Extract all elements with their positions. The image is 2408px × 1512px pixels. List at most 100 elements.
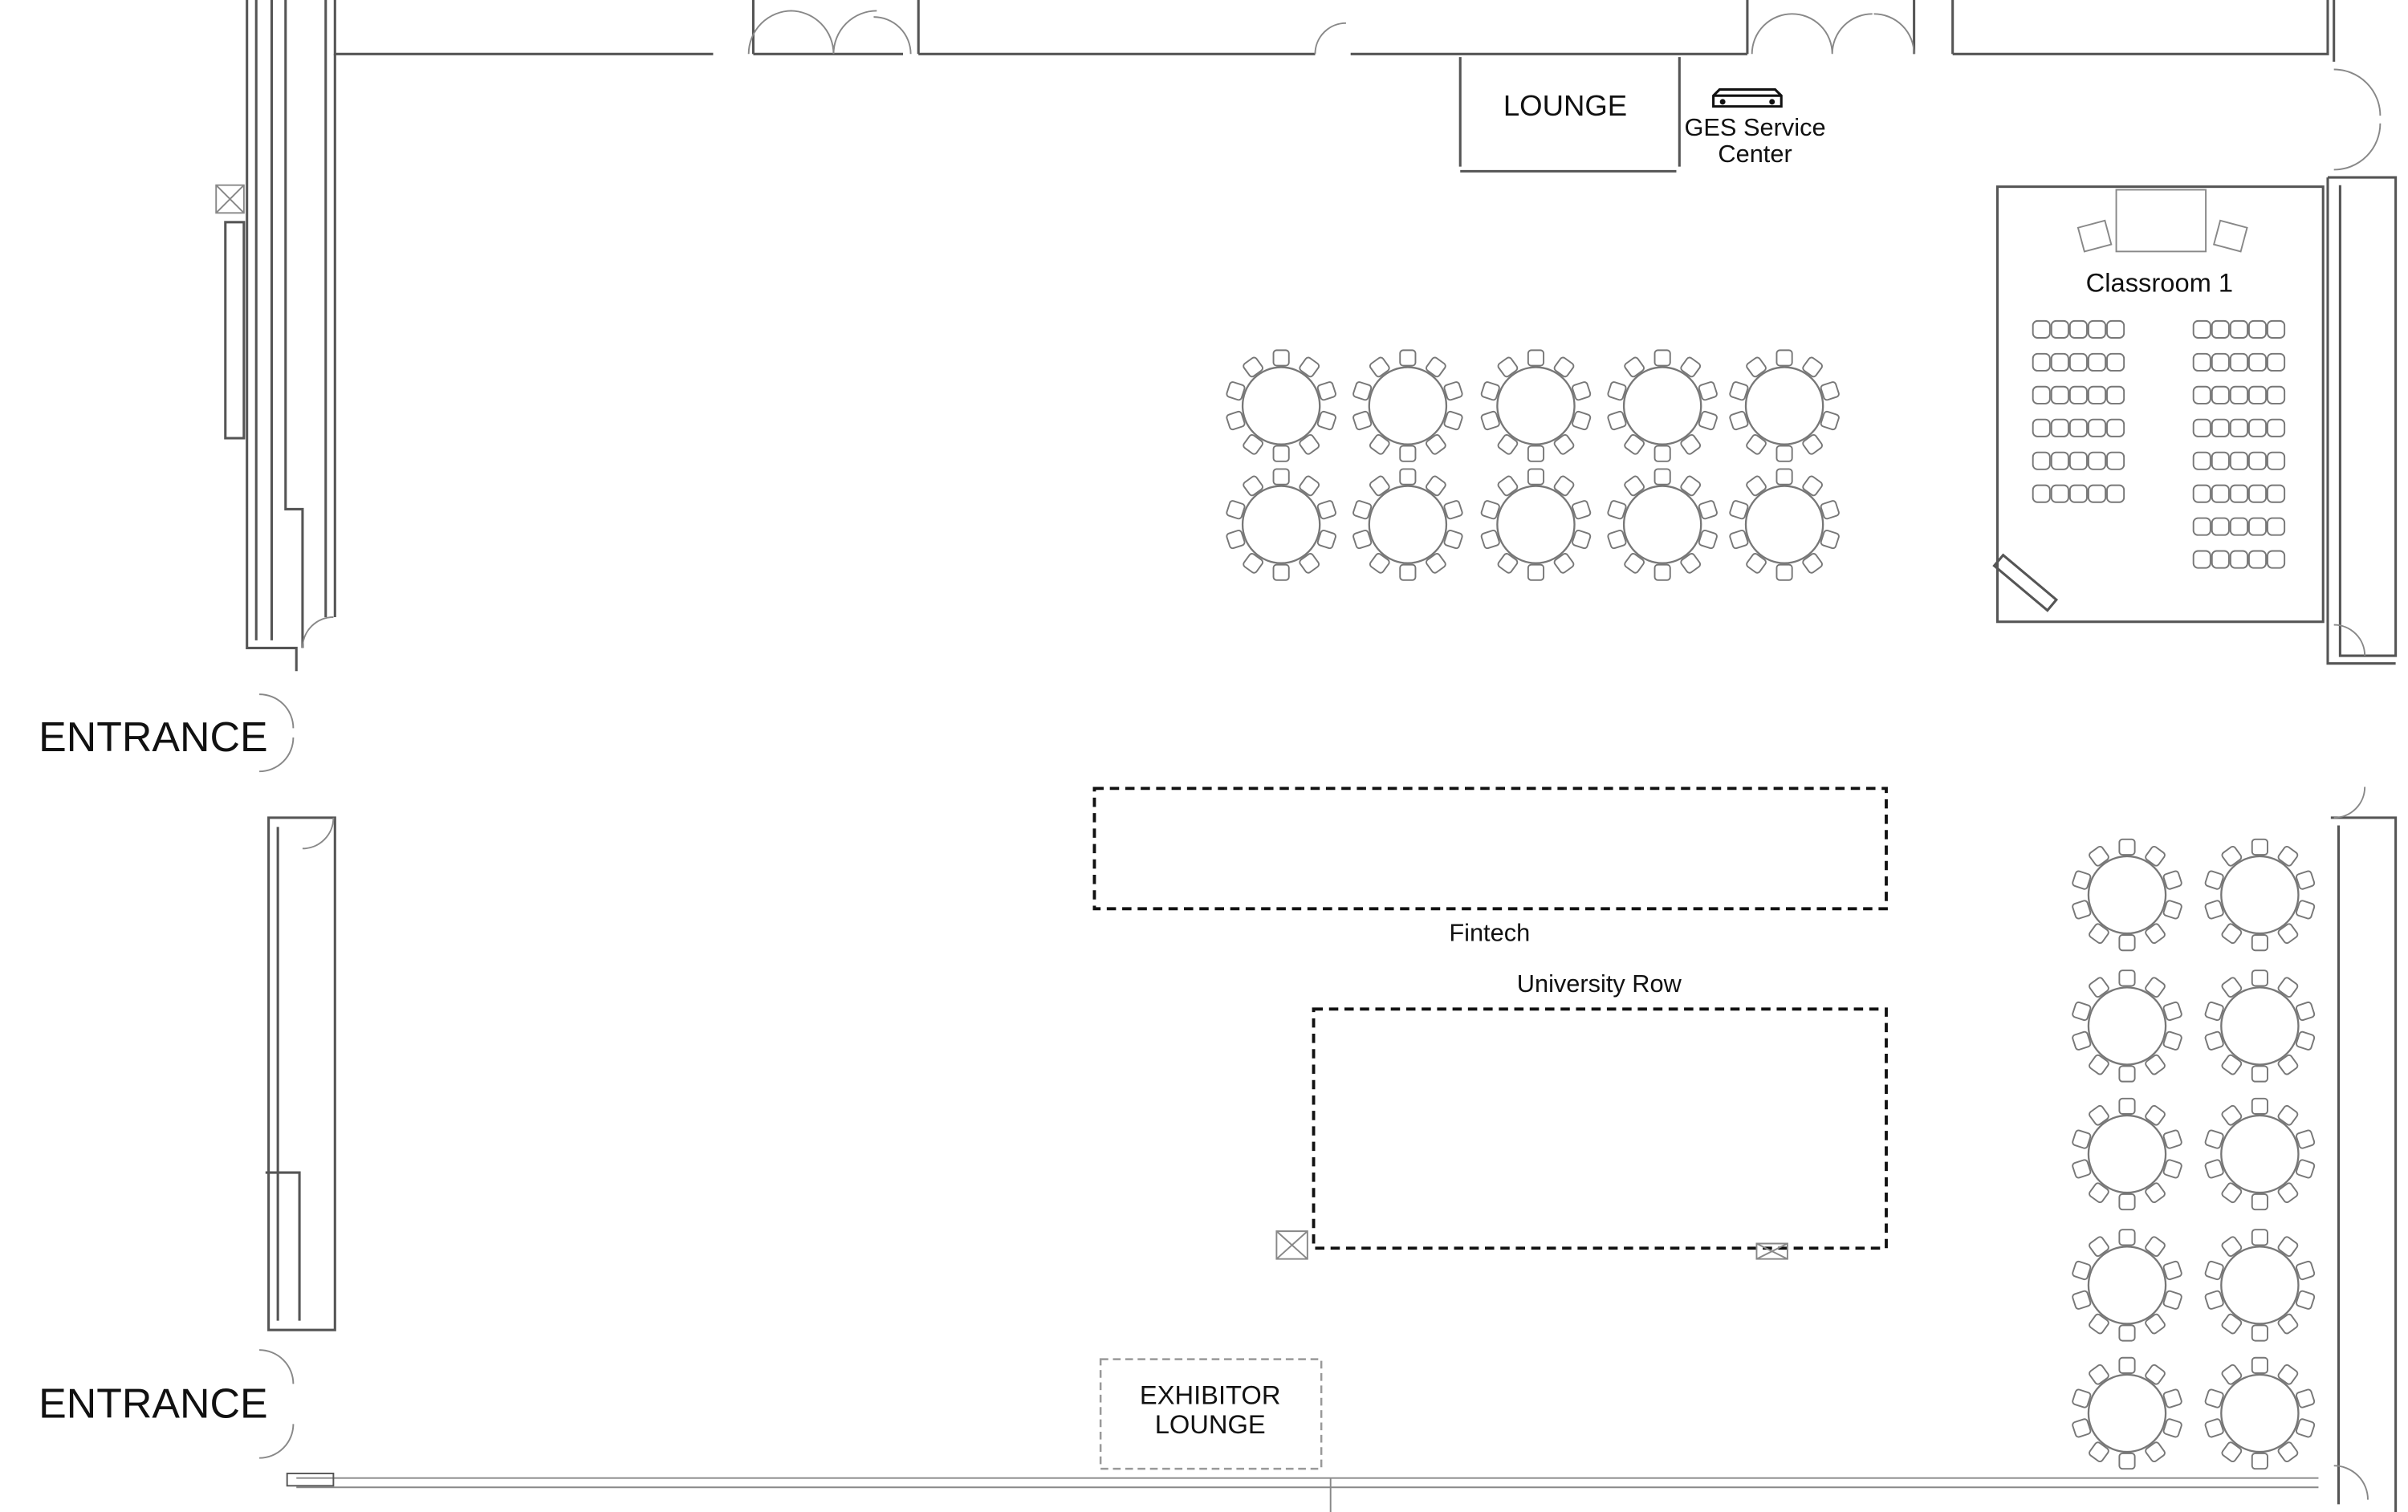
classroom-seat bbox=[2211, 550, 2230, 569]
chair-icon bbox=[2118, 1229, 2136, 1246]
classroom-seat bbox=[2247, 550, 2268, 569]
walls bbox=[215, 0, 2398, 1512]
chair-icon bbox=[2204, 1418, 2224, 1438]
classroom-seat bbox=[2229, 550, 2248, 569]
chair-icon bbox=[1698, 529, 1718, 550]
classroom-seat bbox=[2050, 385, 2069, 404]
chair-icon bbox=[1624, 356, 1645, 378]
round-table[interactable] bbox=[2204, 1356, 2316, 1470]
chair-icon bbox=[1729, 529, 1749, 550]
round-table[interactable] bbox=[1729, 468, 1840, 581]
chair-icon bbox=[2277, 845, 2299, 867]
chair-icon bbox=[1820, 529, 1840, 550]
round-table[interactable] bbox=[1226, 349, 1336, 462]
chair-icon bbox=[2204, 1001, 2224, 1022]
chair-icon bbox=[1299, 433, 1320, 455]
round-table[interactable] bbox=[2204, 969, 2316, 1083]
exhibitor-lounge-label-line1: EXHIBITOR bbox=[1140, 1380, 1281, 1409]
chair-icon bbox=[2118, 969, 2136, 987]
chair-icon bbox=[2221, 1054, 2243, 1075]
chair-icon bbox=[2296, 1260, 2316, 1281]
round-table[interactable] bbox=[1480, 468, 1592, 581]
chair-icon bbox=[2089, 1313, 2109, 1335]
classroom-seat bbox=[2032, 352, 2051, 372]
chair-icon bbox=[1299, 552, 1320, 574]
chair-icon bbox=[2145, 1441, 2166, 1463]
round-table[interactable] bbox=[2072, 838, 2182, 952]
classroom-seat bbox=[2229, 319, 2248, 339]
chair-icon bbox=[1527, 563, 1545, 581]
round-table[interactable] bbox=[2204, 838, 2316, 952]
chair-icon bbox=[2221, 1236, 2243, 1258]
classroom-seat bbox=[2106, 451, 2125, 470]
table-top bbox=[1622, 485, 1702, 564]
chair-icon bbox=[2118, 934, 2136, 952]
chair-icon bbox=[1316, 410, 1336, 431]
classroom-seat bbox=[2087, 451, 2107, 470]
table-top bbox=[2087, 1373, 2167, 1453]
round-table[interactable] bbox=[1226, 468, 1336, 581]
classroom-seat bbox=[2247, 451, 2268, 470]
classroom-seat bbox=[2267, 352, 2286, 372]
classroom-seat bbox=[2032, 451, 2051, 470]
round-table[interactable] bbox=[2072, 1097, 2182, 1211]
chair-icon bbox=[2072, 1290, 2092, 1310]
chair-icon bbox=[1680, 356, 1702, 378]
round-table[interactable] bbox=[1607, 349, 1718, 462]
chair-icon bbox=[1243, 552, 1263, 574]
chair-icon bbox=[1624, 552, 1645, 574]
chair-icon bbox=[2296, 1001, 2316, 1022]
chair-icon bbox=[1226, 381, 1246, 401]
chair-icon bbox=[1607, 529, 1627, 550]
chair-icon bbox=[2204, 1388, 2224, 1408]
round-table[interactable] bbox=[1352, 349, 1463, 462]
round-table[interactable] bbox=[1729, 349, 1840, 462]
round-table[interactable] bbox=[2204, 1097, 2316, 1211]
chair-icon bbox=[2162, 1159, 2182, 1179]
chair-icon bbox=[2277, 1182, 2299, 1204]
chair-icon bbox=[2221, 1364, 2243, 1385]
chair-icon bbox=[1680, 475, 1702, 497]
chair-icon bbox=[1399, 563, 1417, 581]
round-table[interactable] bbox=[1480, 349, 1592, 462]
chair-icon bbox=[2251, 1356, 2268, 1374]
chair-icon bbox=[1653, 445, 1671, 462]
classroom-seat bbox=[2068, 418, 2088, 437]
classroom-1[interactable]: Classroom 1 bbox=[1992, 185, 2325, 624]
classroom-seat bbox=[2211, 451, 2230, 470]
classroom-seat bbox=[2229, 352, 2248, 372]
chair-icon bbox=[2118, 1356, 2136, 1374]
fintech-area[interactable]: Fintech bbox=[1092, 786, 1888, 947]
chair-icon bbox=[2072, 1030, 2092, 1051]
chair-icon bbox=[2145, 1054, 2166, 1075]
classroom-seat bbox=[2032, 418, 2051, 437]
round-table[interactable] bbox=[1352, 468, 1463, 581]
chair-icon bbox=[2221, 977, 2243, 998]
round-table[interactable] bbox=[2072, 1356, 2182, 1470]
exhibitor-lounge[interactable]: EXHIBITOR LOUNGE bbox=[1099, 1358, 1323, 1470]
classroom-seat bbox=[2087, 319, 2107, 339]
service-center-label-line2: Center bbox=[1718, 140, 1792, 168]
classroom-seat bbox=[2106, 319, 2125, 339]
chair-icon bbox=[2296, 1030, 2316, 1051]
lounge-area[interactable]: LOUNGE bbox=[1458, 57, 1681, 173]
chair-icon bbox=[2089, 1364, 2109, 1385]
chair-icon bbox=[2251, 1065, 2268, 1083]
round-table[interactable] bbox=[2204, 1229, 2316, 1342]
projector-icon bbox=[2076, 219, 2248, 253]
chair-icon bbox=[1426, 356, 1446, 378]
chair-icon bbox=[2204, 900, 2224, 920]
chair-icon bbox=[1729, 410, 1749, 431]
chair-icon bbox=[1316, 529, 1336, 550]
university-row-area[interactable]: University Row bbox=[1275, 969, 1888, 1260]
round-table[interactable] bbox=[2072, 1229, 2182, 1342]
chair-icon bbox=[2277, 1104, 2299, 1126]
table-top bbox=[1241, 366, 1321, 445]
classroom-seat bbox=[2229, 418, 2248, 437]
round-table[interactable] bbox=[1607, 468, 1718, 581]
chair-icon bbox=[2072, 870, 2092, 890]
chair-icon bbox=[2296, 1418, 2316, 1438]
round-table[interactable] bbox=[2072, 969, 2182, 1083]
service-center[interactable]: GES Service Center bbox=[1685, 87, 1826, 168]
chair-icon bbox=[2145, 1313, 2166, 1335]
